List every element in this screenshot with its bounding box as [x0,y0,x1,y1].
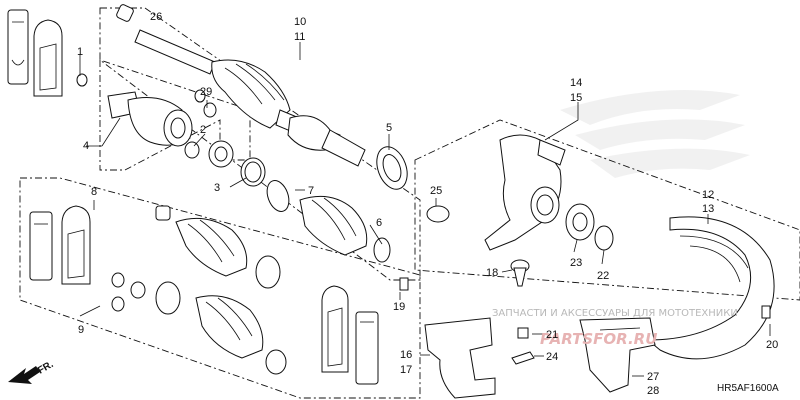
boot-set-middle [266,180,391,263]
callout-9: 9 [78,324,84,336]
brand-wing-watermark [560,90,750,178]
upper-drive-shaft [116,4,408,190]
callout-7: 7 [308,185,314,197]
callout-21: 21 [546,329,558,341]
callout-28: 28 [647,385,659,397]
clip-rings [76,73,206,312]
callout-27: 27 [647,371,659,383]
callout-15: 15 [570,92,582,104]
callout-22: 22 [597,270,609,282]
callout-6: 6 [376,217,382,229]
cv-joint-inner [107,91,266,187]
callout-18: 18 [486,267,498,279]
callout-12: 12 [702,189,714,201]
callout-17: 17 [400,364,412,376]
knuckle-assembly [426,134,614,287]
callout-19: 19 [393,301,405,313]
callout-1: 1 [77,46,83,58]
grease-tube-bottom [321,285,379,385]
lower-drive-shaft [155,205,287,375]
guard-plates [399,277,771,399]
callout-11: 11 [294,31,305,43]
callout-10: 10 [294,16,306,28]
shop-watermark: ЗАПЧАСТИ И АКСЕССУАРЫ ДЛЯ МОТОТЕХНИКИ PA… [492,308,738,348]
callout-2: 2 [200,124,206,136]
callout-16: 16 [400,349,412,361]
front-direction-label: FR. [36,359,56,377]
callout-24: 24 [546,351,558,363]
callout-labels: 26 1 10 11 29 2 4 5 3 7 8 6 9 14 15 25 1… [77,11,778,397]
callout-5: 5 [386,122,392,134]
callout-3: 3 [214,182,220,194]
callout-25: 25 [430,185,442,197]
callout-13: 13 [702,203,714,215]
diagram-code: HR5AF1600A [717,383,779,394]
front-direction-indicator: FR. [8,359,56,384]
grease-tube-lower [29,205,91,285]
callout-29: 29 [200,86,212,98]
disc-cover [646,216,775,360]
callout-14: 14 [570,77,582,89]
callout-26: 26 [150,11,162,23]
callout-8: 8 [91,186,97,198]
watermark-logo: PARTSFOR.RU [540,330,657,348]
group-frames [19,7,800,399]
callout-20: 20 [766,339,778,351]
watermark-text: ЗАПЧАСТИ И АКСЕССУАРЫ ДЛЯ МОТОТЕХНИКИ [492,308,738,319]
callout-23: 23 [570,257,582,269]
leader-lines [79,42,771,377]
callout-4: 4 [83,140,89,152]
grease-tube-top [7,9,63,97]
